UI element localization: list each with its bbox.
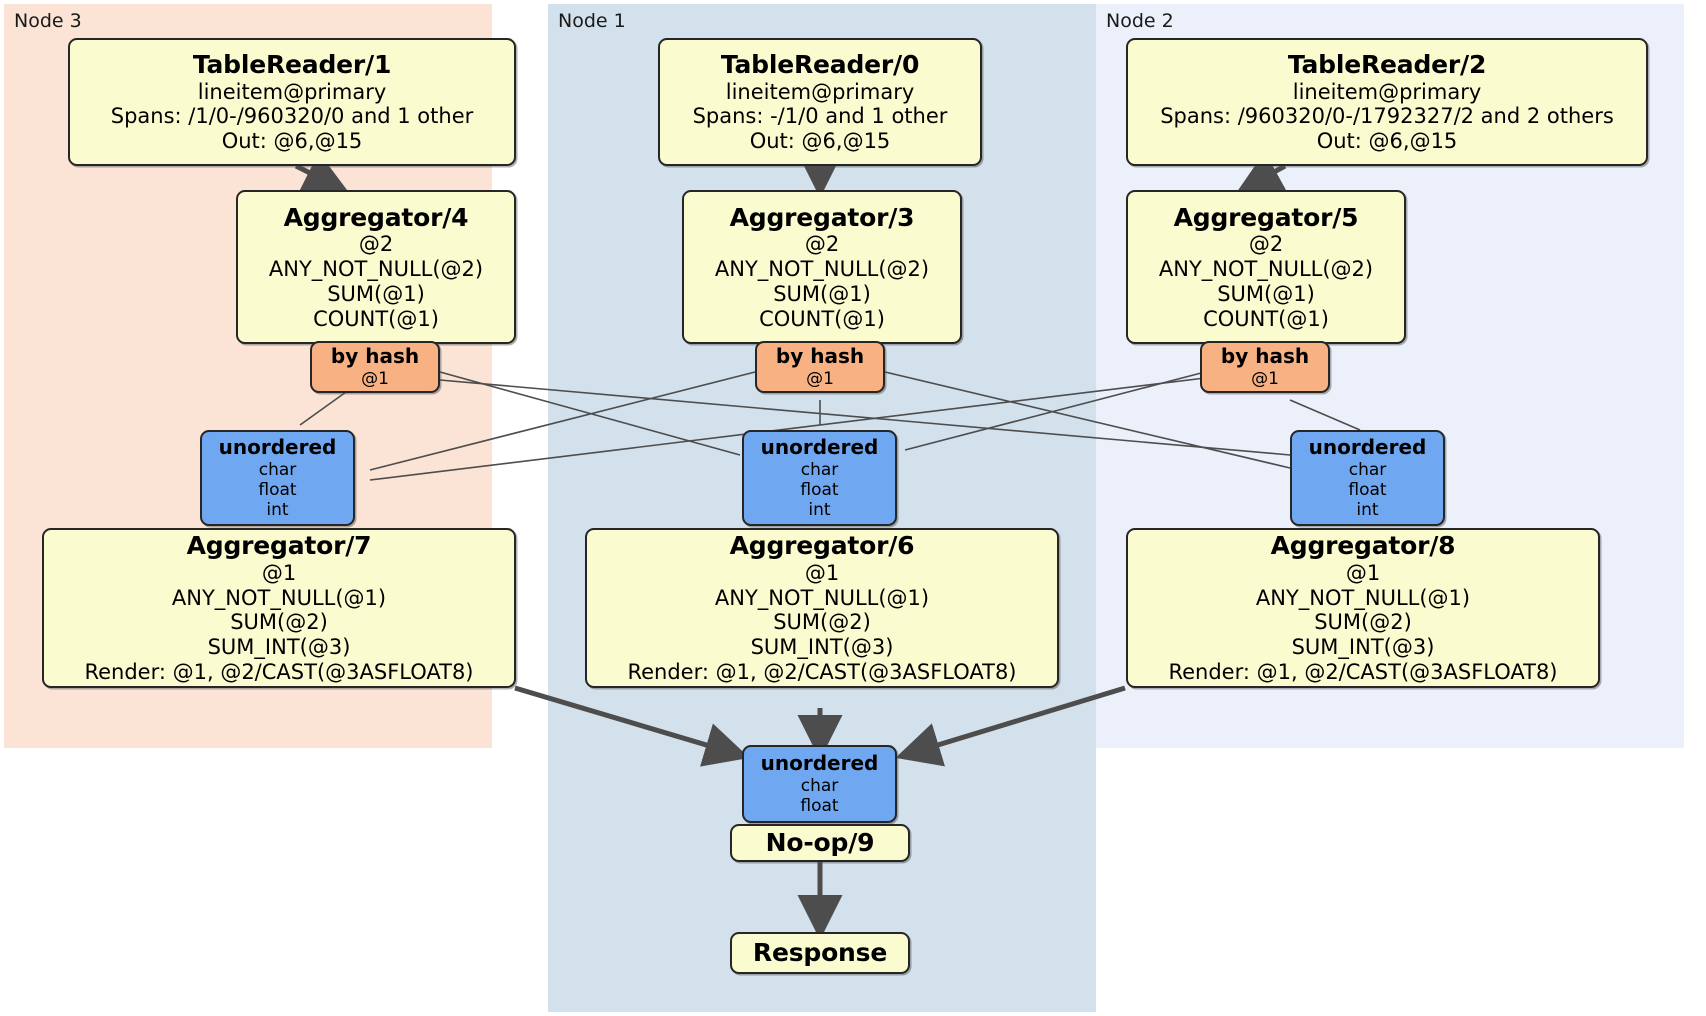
processor-detail: SUM(@1) xyxy=(1217,281,1315,306)
processor-title: TableReader/0 xyxy=(720,50,920,80)
router-detail: @1 xyxy=(361,368,389,389)
processor-title: Aggregator/5 xyxy=(1173,202,1359,232)
processor-detail: @2 xyxy=(804,232,840,257)
router-detail: int xyxy=(266,499,289,520)
processor-detail: @1 xyxy=(1345,560,1381,585)
processor-render-line: Render: @1, @2/CAST(@3ASFLOAT8) xyxy=(84,659,474,684)
processor-aggregator-6[interactable]: Aggregator/6 @1 ANY_NOT_NULL(@1) SUM(@2)… xyxy=(585,528,1059,688)
router-detail: @1 xyxy=(806,368,834,389)
router-detail: float xyxy=(258,479,297,500)
processor-aggregator-3[interactable]: Aggregator/3 @2 ANY_NOT_NULL(@2) SUM(@1)… xyxy=(682,190,962,344)
router-title: by hash xyxy=(775,344,865,369)
router-detail: float xyxy=(1348,479,1387,500)
processor-tablereader-1[interactable]: TableReader/1 lineitem@primary Spans: /1… xyxy=(68,38,516,166)
node-panel-label-node3: Node 3 xyxy=(14,10,82,32)
router-detail: int xyxy=(808,499,831,520)
processor-detail: lineitem@primary xyxy=(725,79,915,104)
processor-detail: lineitem@primary xyxy=(1292,79,1482,104)
processor-render-line: Render: @1, @2/CAST(@3ASFLOAT8) xyxy=(627,659,1017,684)
router-unordered-final[interactable]: unordered char float xyxy=(742,745,897,823)
router-title: by hash xyxy=(1220,344,1310,369)
processor-render-line: Render: @1, @2/CAST(@3ASFLOAT8) xyxy=(1168,659,1558,684)
router-detail: char xyxy=(800,459,839,480)
processor-detail: COUNT(@1) xyxy=(759,306,885,331)
processor-title: Aggregator/4 xyxy=(283,202,469,232)
processor-title: Response xyxy=(752,938,888,968)
router-by-hash-left[interactable]: by hash @1 xyxy=(310,341,440,393)
processor-aggregator-4[interactable]: Aggregator/4 @2 ANY_NOT_NULL(@2) SUM(@1)… xyxy=(236,190,516,344)
processor-detail: COUNT(@1) xyxy=(1203,306,1329,331)
router-detail: char xyxy=(1348,459,1387,480)
router-detail: char xyxy=(800,775,839,796)
processor-detail: ANY_NOT_NULL(@2) xyxy=(268,256,484,281)
processor-detail: SUM_INT(@3) xyxy=(1291,635,1435,660)
processor-detail: SUM(@2) xyxy=(1314,610,1412,635)
processor-detail: Out: @6,@15 xyxy=(749,129,891,154)
processor-title: No-op/9 xyxy=(765,828,875,858)
processor-noop-9[interactable]: No-op/9 xyxy=(730,824,910,862)
router-title: unordered xyxy=(760,435,879,460)
router-detail: @1 xyxy=(1251,368,1279,389)
processor-tablereader-2[interactable]: TableReader/2 lineitem@primary Spans: /9… xyxy=(1126,38,1648,166)
router-detail: char xyxy=(258,459,297,480)
processor-detail: SUM(@1) xyxy=(327,281,425,306)
router-unordered-mid[interactable]: unordered char float int xyxy=(742,430,897,526)
processor-aggregator-7[interactable]: Aggregator/7 @1 ANY_NOT_NULL(@1) SUM(@2)… xyxy=(42,528,516,688)
node-panel-label-node2: Node 2 xyxy=(1106,10,1174,32)
processor-detail: @2 xyxy=(1248,232,1284,257)
processor-detail: SUM(@2) xyxy=(230,610,328,635)
processor-detail: lineitem@primary xyxy=(197,79,387,104)
router-detail: float xyxy=(800,479,839,500)
processor-tablereader-0[interactable]: TableReader/0 lineitem@primary Spans: -/… xyxy=(658,38,982,166)
processor-detail: Spans: -/1/0 and 1 other xyxy=(692,104,948,129)
processor-detail: SUM_INT(@3) xyxy=(750,635,894,660)
processor-detail: ANY_NOT_NULL(@2) xyxy=(1158,256,1374,281)
processor-detail: SUM_INT(@3) xyxy=(207,635,351,660)
processor-title: Aggregator/6 xyxy=(729,531,915,561)
processor-title: Aggregator/8 xyxy=(1270,531,1456,561)
processor-detail: SUM(@2) xyxy=(773,610,871,635)
processor-title: TableReader/2 xyxy=(1287,50,1487,80)
processor-detail: ANY_NOT_NULL(@1) xyxy=(714,585,930,610)
router-title: by hash xyxy=(330,344,420,369)
processor-detail: ANY_NOT_NULL(@1) xyxy=(171,585,387,610)
processor-detail: ANY_NOT_NULL(@1) xyxy=(1255,585,1471,610)
processor-detail: Spans: /960320/0-/1792327/2 and 2 others xyxy=(1160,104,1614,129)
processor-detail: @1 xyxy=(804,560,840,585)
processor-detail: Out: @6,@15 xyxy=(221,129,363,154)
processor-response[interactable]: Response xyxy=(730,932,910,974)
router-detail: int xyxy=(1356,499,1379,520)
processor-title: Aggregator/3 xyxy=(729,202,915,232)
router-title: unordered xyxy=(218,435,337,460)
router-detail: float xyxy=(800,795,839,816)
processor-aggregator-5[interactable]: Aggregator/5 @2 ANY_NOT_NULL(@2) SUM(@1)… xyxy=(1126,190,1406,344)
processor-aggregator-8[interactable]: Aggregator/8 @1 ANY_NOT_NULL(@1) SUM(@2)… xyxy=(1126,528,1600,688)
processor-detail: SUM(@1) xyxy=(773,281,871,306)
processor-detail: COUNT(@1) xyxy=(313,306,439,331)
processor-detail: @2 xyxy=(358,232,394,257)
router-unordered-left[interactable]: unordered char float int xyxy=(200,430,355,526)
processor-detail: ANY_NOT_NULL(@2) xyxy=(714,256,930,281)
node-panel-label-node1: Node 1 xyxy=(558,10,626,32)
processor-title: Aggregator/7 xyxy=(186,531,372,561)
router-by-hash-right[interactable]: by hash @1 xyxy=(1200,341,1330,393)
processor-title: TableReader/1 xyxy=(192,50,392,80)
router-title: unordered xyxy=(760,751,879,776)
processor-detail: @1 xyxy=(261,560,297,585)
processor-detail: Spans: /1/0-/960320/0 and 1 other xyxy=(110,104,474,129)
router-title: unordered xyxy=(1308,435,1427,460)
router-unordered-right[interactable]: unordered char float int xyxy=(1290,430,1445,526)
router-by-hash-mid[interactable]: by hash @1 xyxy=(755,341,885,393)
processor-detail: Out: @6,@15 xyxy=(1316,129,1458,154)
